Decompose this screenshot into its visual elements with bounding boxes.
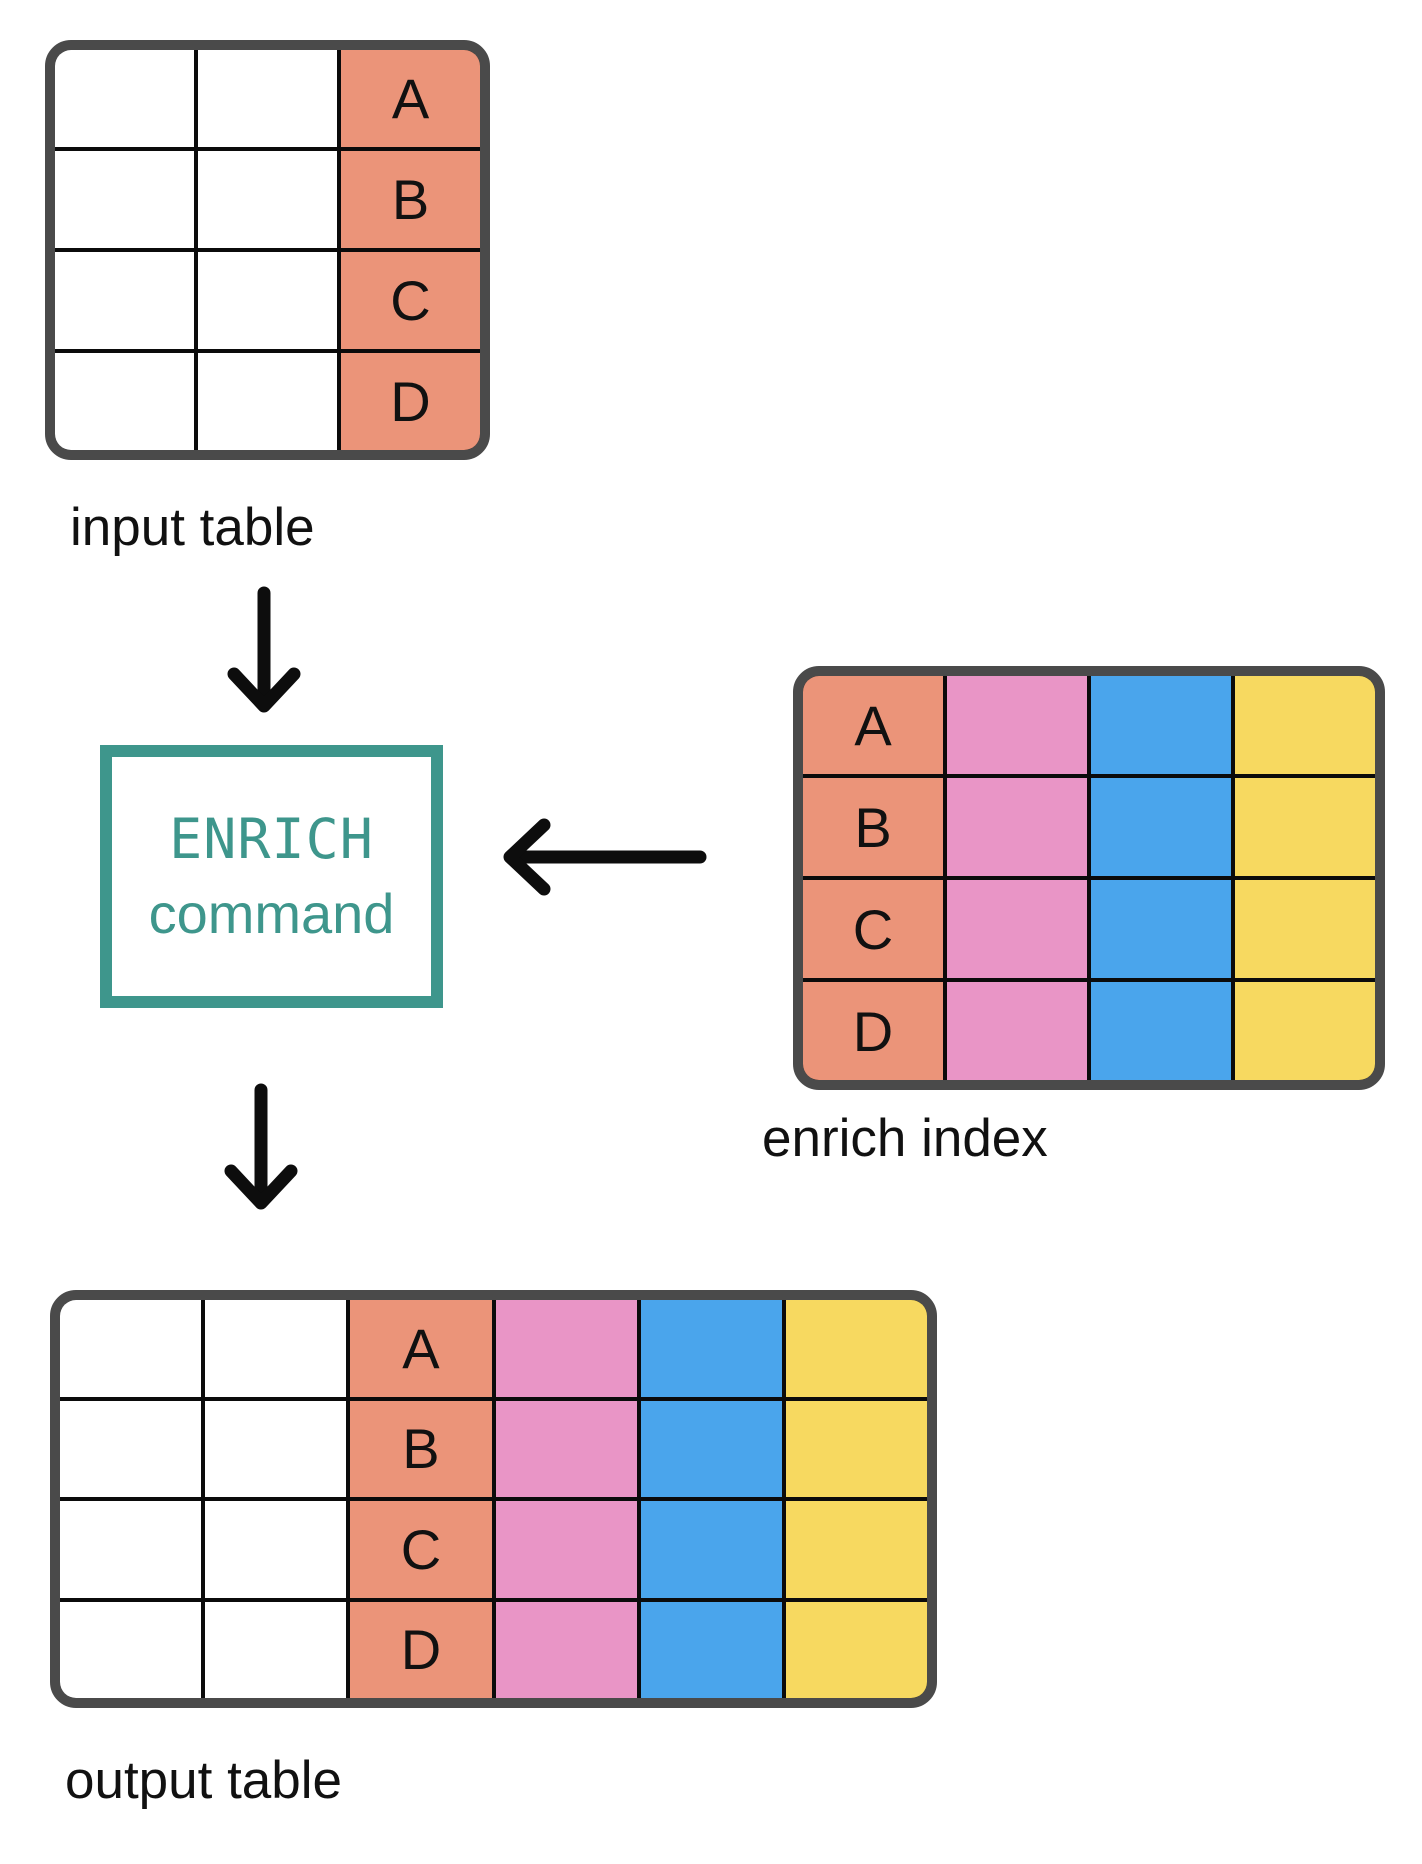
enrich-command-caption: command [148, 882, 395, 945]
output-cell-blue [640, 1400, 782, 1497]
index-cell-pink [947, 676, 1087, 774]
output-cell-key: A [350, 1300, 492, 1397]
output-cell-key: D [350, 1601, 492, 1698]
output-cell-blue [640, 1601, 782, 1698]
input-cell-key: C [341, 252, 480, 349]
input-cell-blank [198, 353, 337, 450]
index-cell-key: C [803, 880, 943, 978]
output-cell-yellow [785, 1601, 927, 1698]
index-cell-blue [1091, 676, 1231, 774]
output-cell-pink [495, 1501, 637, 1598]
index-cell-blue [1091, 778, 1231, 876]
output-cell-blank [205, 1300, 347, 1397]
output-cell-blue [640, 1501, 782, 1598]
output-cell-blank [205, 1501, 347, 1598]
output-cell-blank [205, 1601, 347, 1698]
input-table-label: input table [70, 498, 315, 557]
arrow-left-icon [503, 818, 707, 896]
input-cell-key: A [341, 50, 480, 147]
input-cell-key: B [341, 151, 480, 248]
output-cell-yellow [785, 1400, 927, 1497]
output-cell-blank [60, 1501, 202, 1598]
output-cell-key: B [350, 1400, 492, 1497]
input-cell-blank [55, 252, 194, 349]
index-cell-yellow [1235, 982, 1375, 1080]
output-table: A B C D [50, 1290, 937, 1708]
enrich-index-label: enrich index [762, 1109, 1048, 1168]
enrich-command-box: ENRICH command [100, 745, 443, 1008]
output-cell-blank [60, 1400, 202, 1497]
index-cell-key: A [803, 676, 943, 774]
index-cell-blue [1091, 880, 1231, 978]
output-cell-blue [640, 1300, 782, 1397]
input-cell-key: D [341, 353, 480, 450]
index-cell-pink [947, 982, 1087, 1080]
index-cell-yellow [1235, 778, 1375, 876]
input-table: A B C D [45, 40, 490, 460]
input-cell-blank [198, 50, 337, 147]
index-cell-blue [1091, 982, 1231, 1080]
arrow-down-icon [224, 1083, 298, 1210]
output-cell-yellow [785, 1300, 927, 1397]
index-cell-pink [947, 880, 1087, 978]
output-cell-pink [495, 1400, 637, 1497]
enrich-index-table: A B C D [793, 666, 1385, 1090]
arrow-down-icon [227, 586, 301, 713]
index-cell-pink [947, 778, 1087, 876]
index-cell-yellow [1235, 880, 1375, 978]
output-cell-blank [60, 1300, 202, 1397]
input-cell-blank [55, 50, 194, 147]
output-cell-key: C [350, 1501, 492, 1598]
index-cell-key: B [803, 778, 943, 876]
output-cell-yellow [785, 1501, 927, 1598]
input-cell-blank [55, 151, 194, 248]
output-table-label: output table [65, 1751, 343, 1810]
index-cell-yellow [1235, 676, 1375, 774]
output-cell-pink [495, 1300, 637, 1397]
output-cell-blank [205, 1400, 347, 1497]
enrich-command-name: ENRICH [169, 807, 374, 871]
output-cell-blank [60, 1601, 202, 1698]
input-cell-blank [198, 151, 337, 248]
input-cell-blank [55, 353, 194, 450]
output-cell-pink [495, 1601, 637, 1698]
index-cell-key: D [803, 982, 943, 1080]
input-cell-blank [198, 252, 337, 349]
